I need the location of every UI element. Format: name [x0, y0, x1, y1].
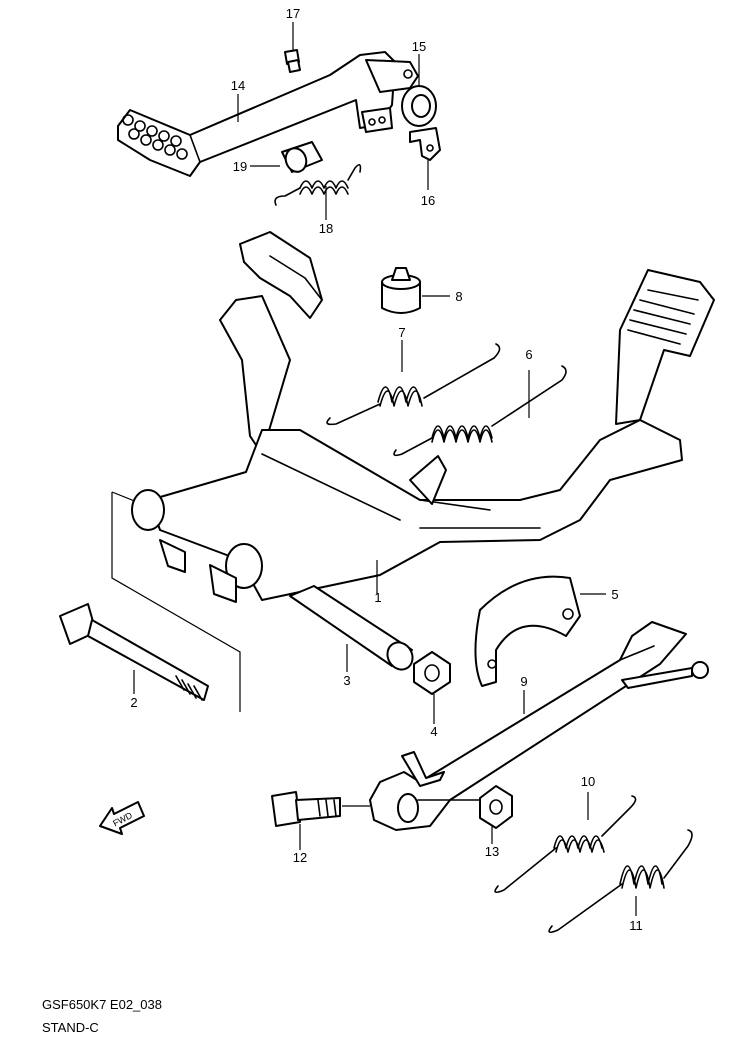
- callout-15: 15: [412, 39, 426, 54]
- callout-3: 3: [343, 673, 350, 688]
- spring-part-10: [494, 795, 637, 894]
- callout-14: 14: [231, 78, 245, 93]
- bolt-part-2: [59, 603, 209, 701]
- callout-13: 13: [485, 844, 499, 859]
- callout-9: 9: [520, 674, 527, 689]
- brake-pedal-part: [117, 51, 419, 177]
- callout-6: 6: [525, 347, 532, 362]
- callout-8: 8: [455, 289, 462, 304]
- callout-16: 16: [421, 193, 435, 208]
- bolt-part-12: [271, 791, 341, 827]
- callout-7: 7: [398, 325, 405, 340]
- callout-4: 4: [430, 724, 437, 739]
- clip-part-16: [409, 127, 441, 161]
- spring-part-7: [326, 343, 501, 426]
- bracket-part-5: [474, 575, 581, 687]
- callout-17: 17: [286, 6, 300, 21]
- spring-part-18: [274, 164, 362, 206]
- leader-lines: [133, 22, 637, 916]
- fwd-arrow-icon: FWD: [99, 801, 145, 835]
- washer-part-15: [401, 85, 437, 127]
- bolt-part-17: [284, 49, 301, 73]
- callout-18: 18: [319, 221, 333, 236]
- callout-5: 5: [611, 587, 618, 602]
- nut-part-13: [479, 785, 513, 829]
- shaft-part-3: [289, 585, 414, 671]
- callout-19: 19: [233, 159, 247, 174]
- callout-12: 12: [293, 850, 307, 865]
- callout-1: 1: [374, 590, 381, 605]
- side-stand-part-9: [369, 621, 709, 831]
- drawing-code: GSF650K7 E02_038: [42, 997, 162, 1012]
- spring-part-6: [393, 365, 567, 457]
- collar-part-19: [281, 141, 323, 173]
- nut-part-4: [413, 651, 451, 695]
- callout-10: 10: [581, 774, 595, 789]
- spring-part-11: [548, 829, 693, 934]
- callout-labels: 1 2 3 4 5 6 7 8 9 10 11 12 13 14 15 16 1…: [130, 6, 642, 933]
- section-title: STAND-C: [42, 1020, 99, 1035]
- callout-11: 11: [629, 918, 643, 933]
- callout-2: 2: [130, 695, 137, 710]
- center-stand-part-1: [111, 231, 715, 712]
- stopper-part-8: [381, 267, 421, 314]
